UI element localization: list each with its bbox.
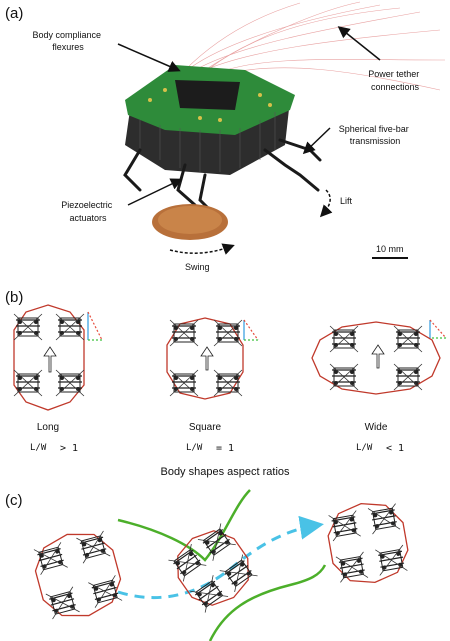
robot-c-end: [327, 502, 409, 584]
ratio-compare-wide: < 1: [386, 443, 404, 454]
ratio-compare-square: = 1: [216, 443, 234, 454]
body-wide: [311, 321, 441, 395]
body-square: [166, 317, 244, 400]
annot-transmission: Spherical five-bar transmission: [339, 124, 412, 146]
ratio-compare-long: > 1: [60, 443, 78, 454]
dof-arrows-long: [87, 311, 103, 341]
robot-c-mid: [167, 522, 259, 614]
panel-c: (c): [5, 489, 409, 641]
ratio-symbol-long: L/W: [30, 443, 47, 453]
tether-wires: [184, 1, 446, 91]
annot-swing: Swing: [185, 262, 210, 272]
corridor-wall-top: [117, 489, 251, 562]
panel-b: (b): [5, 289, 447, 478]
annot-actuators: Piezoelectric actuators: [61, 200, 115, 223]
dof-arrows-square: [243, 319, 259, 341]
ratio-symbol-wide: L/W: [356, 443, 373, 453]
dof-arrows-wide: [429, 319, 447, 339]
panel-a-label: (a): [5, 5, 23, 22]
annot-lift: Lift: [340, 196, 353, 206]
panel-b-caption: Body shapes aspect ratios: [160, 466, 290, 478]
body-long: [13, 304, 85, 411]
swing-arrow: [169, 243, 235, 255]
ratio-symbol-square: L/W: [186, 443, 203, 453]
robot-c-start: [33, 530, 123, 620]
panel-b-label: (b): [5, 289, 23, 306]
shape-name-long: Long: [37, 422, 59, 433]
annot-flexures: Body compliance flexures: [32, 30, 103, 52]
scale-bar-label: 10 mm: [376, 244, 404, 254]
lift-arrow: [319, 189, 333, 218]
shape-name-wide: Wide: [365, 422, 388, 433]
robot-photo: [123, 65, 322, 240]
panel-c-label: (c): [5, 492, 23, 509]
corridor-wall-bottom: [208, 564, 327, 641]
panel-a: (a): [5, 1, 446, 272]
shape-name-square: Square: [189, 422, 222, 433]
annot-tether: Power tether connections: [368, 69, 422, 92]
